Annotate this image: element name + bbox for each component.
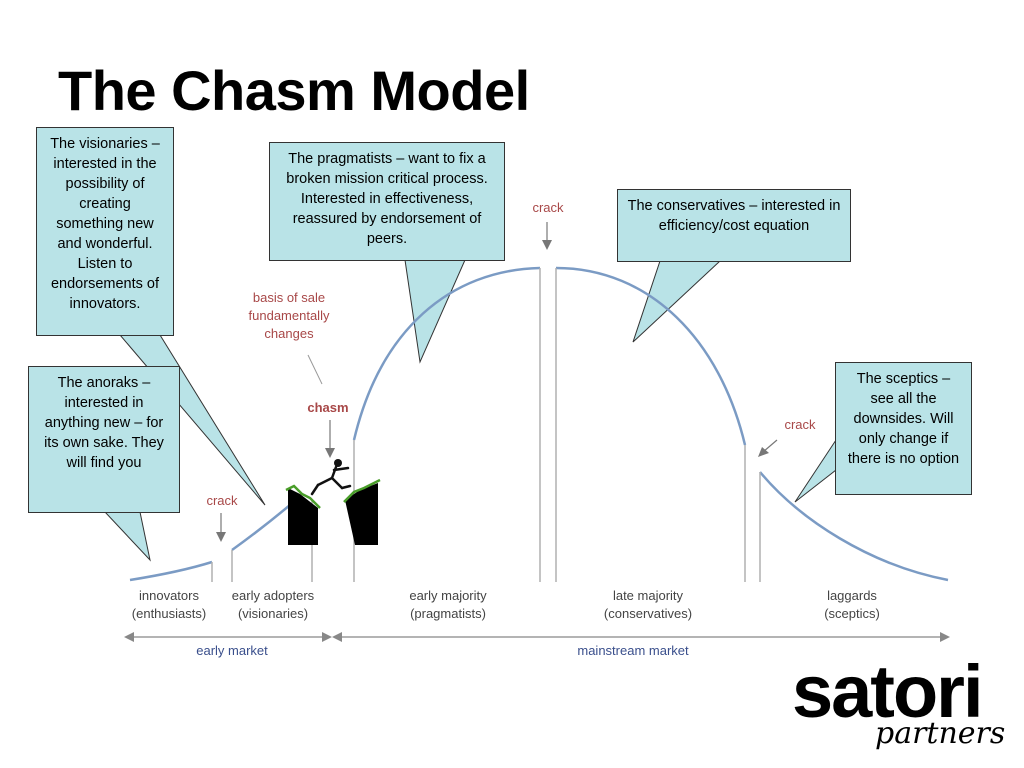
segment-early-majority-group: (pragmatists) [410, 606, 486, 621]
segment-innovators-name: innovators [139, 588, 199, 603]
crack-label-1: crack [206, 493, 238, 508]
segment-innovators-group: (enthusiasts) [132, 606, 206, 621]
jumping-person-icon [310, 459, 352, 496]
segment-laggards-name: laggards [827, 588, 877, 603]
anoraks-callout-tail [103, 511, 151, 562]
basis-label-line2: fundamentally [249, 308, 330, 323]
crack-arrow-icon [758, 439, 778, 457]
curve-late-majority [555, 266, 747, 446]
chasm-arrow-icon [325, 420, 335, 458]
logo-satori: satori [792, 650, 984, 733]
curve-early-adopters [231, 504, 291, 552]
early-market-label: early market [196, 643, 268, 658]
mainstream-market-arrow [332, 632, 950, 642]
chasm-cliff-left [288, 488, 318, 545]
chasm-grass-right [343, 478, 381, 503]
basis-label-line3: changes [264, 326, 314, 341]
crack-label-2: crack [532, 200, 564, 215]
crack-arrow-icon [216, 513, 226, 542]
mainstream-market-label: mainstream market [577, 643, 689, 658]
early-market-arrow [124, 632, 332, 642]
segment-early-majority-name: early majority [409, 588, 487, 603]
conservatives-callout: The conservatives – interested in effici… [617, 189, 851, 262]
crack-label-3: crack [784, 417, 816, 432]
sceptics-callout-tail [794, 438, 837, 503]
visionaries-callout: The visionaries – interested in the poss… [36, 127, 174, 336]
logo-partners: partners [875, 716, 1006, 751]
anoraks-callout: The anoraks – interested in anything new… [28, 366, 180, 513]
segment-late-majority-name: late majority [613, 588, 684, 603]
segment-early-adopters-group: (visionaries) [238, 606, 308, 621]
curve-early-majority [352, 266, 541, 441]
pragmatists-callout: The pragmatists – want to fix a broken m… [269, 142, 505, 261]
sceptics-callout: The sceptics – see all the downsides. Wi… [835, 362, 972, 495]
curve-laggards [759, 471, 949, 582]
segment-early-adopters-name: early adopters [232, 588, 315, 603]
crack-arrow-icon [542, 222, 552, 250]
page-title: The Chasm Model [58, 59, 530, 122]
curve-innovators [129, 560, 213, 582]
conservatives-callout-tail [632, 260, 722, 343]
chasm-cliff-right [345, 483, 378, 545]
basis-label-line1: basis of sale [253, 290, 325, 305]
segment-late-majority-group: (conservatives) [604, 606, 692, 621]
segment-laggards-group: (sceptics) [824, 606, 880, 621]
chasm-grass-left [285, 484, 321, 509]
pragmatists-callout-tail [404, 259, 466, 364]
basis-pointer-line [307, 354, 323, 385]
chasm-label: chasm [307, 400, 348, 415]
